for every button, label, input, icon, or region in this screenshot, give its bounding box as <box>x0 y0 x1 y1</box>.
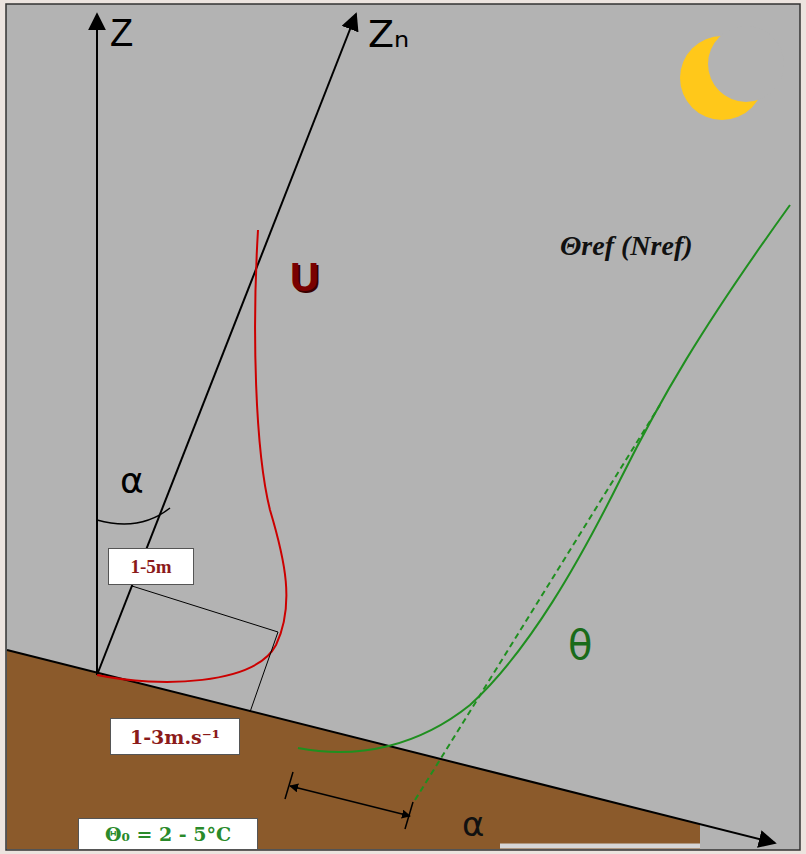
box-text: 1-3m.s⁻¹ <box>130 726 220 748</box>
sky-panel <box>6 4 800 850</box>
vertical-axis <box>96 14 98 675</box>
ground <box>7 650 700 849</box>
wind-profile <box>97 230 286 682</box>
deficit-arrow <box>290 786 410 816</box>
deficit-box: Θ₀ = 2 - 5°C <box>78 818 258 850</box>
reference-extrapolation <box>415 405 660 800</box>
box-text: Θ₀ = 2 - 5°C <box>105 823 231 845</box>
deficit-tick <box>405 802 413 829</box>
axis-label: Zₙ <box>368 12 409 56</box>
angle-arc <box>97 508 170 524</box>
box-text: 1-5m <box>130 556 171 578</box>
speed-leader <box>250 632 278 712</box>
reference-label: Θref (Nref) <box>560 230 693 262</box>
height-box: 1-5m <box>108 548 194 585</box>
deficit-tick <box>285 772 293 799</box>
angle-label: α <box>120 460 144 501</box>
height-leader <box>132 586 278 632</box>
slope-normal-axis <box>97 14 356 675</box>
angle-label: α <box>462 804 484 844</box>
axis-label: Z <box>110 12 133 55</box>
temperature-label: θ <box>568 622 592 668</box>
horizontal-reference <box>500 844 700 849</box>
speed-box: 1-3m.s⁻¹ <box>110 718 240 755</box>
wind-label: U <box>290 255 319 300</box>
moon-shadow <box>708 26 784 102</box>
temperature-profile <box>298 205 790 752</box>
